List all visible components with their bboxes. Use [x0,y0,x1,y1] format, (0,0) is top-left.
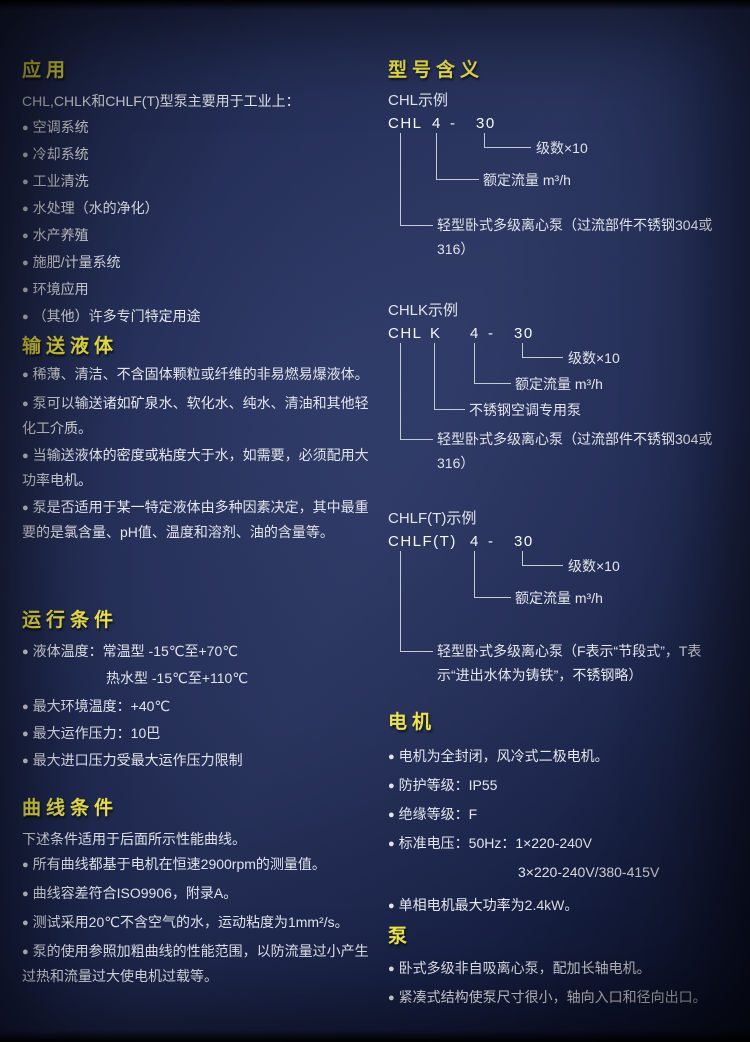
operating-item: 最大环境温度：+40℃ [22,694,374,721]
application-item: 工业清洗 [22,169,374,196]
liquids-item: 当输送液体的密度或粘度大于水，如需要，必须配用大功率电机。 [22,444,374,492]
model-diagram-chlk: CHLK示例 CHL K 4 - 30 级数×10 额定流量 m³/h 不锈钢空… [388,299,740,509]
pump-item: 卧式多级非自吸离心泵，配加长轴电机。 [388,955,740,984]
motor-item: 绝缘等级：F [388,801,740,830]
operating-item: 最大运作压力：10巴 [22,721,374,748]
model-code-stages: 30 [476,115,496,132]
model-code-stages: 30 [514,533,534,550]
model-code-flow: 4 [432,115,442,132]
connector-line [436,133,479,180]
application-item: 水产养殖 [22,223,374,250]
motor-voltage-line2: 3×220-240V/380-415V [518,864,660,880]
section-title-motor: 电机 [388,712,437,733]
application-list: 空调系统 冷却系统 工业清洗 水处理（水的净化） 水产养殖 施肥/计量系统 环境… [22,115,374,331]
application-item: 空调系统 [22,115,374,142]
application-item: 环境应用 [22,277,374,304]
liquids-item: 泵是否适用于某一特定液体由多种因素决定，其中最重要的是氯含量、pH值、温度和溶剂… [22,496,374,544]
pump-item: 紧凑式结构使泵尺寸很小，轴向入口和径向出口。 [388,984,740,1013]
curve-item: 所有曲线都基于电机在恒速2900rpm的测量值。 [22,853,374,878]
motor-power: 单相电机最大功率为2.4kW。 [388,892,740,921]
connector-line [522,551,563,566]
model-example-label: CHL示例 [388,92,449,109]
operating-item: 最大进口压力受最大运作压力限制 [22,748,374,775]
application-item: （其他）许多专门特定用途 [22,304,374,331]
right-column: 型号含义 CHL示例 CHL 4 - 30 级数×10 额定流量 m³/h 轻型… [388,55,740,1015]
model-annotation-stages: 级数×10 [568,350,620,366]
model-annotation-flow: 额定流量 m³/h [515,376,603,392]
connector-line [474,343,511,384]
curve-intro: 下述条件适用于后面所示性能曲线。 [22,831,246,847]
application-item: 冷却系统 [22,142,374,169]
curve-list: 所有曲线都基于电机在恒速2900rpm的测量值。 曲线容差符合ISO9906，附… [22,853,374,992]
model-diagram-chlf: CHLF(T)示例 CHLF(T) 4 - 30 级数×10 额定流量 m³/h… [388,507,740,717]
liquids-item: 稀薄、清洁、不含固体颗粒或纤维的非易燃易爆液体。 [22,363,374,388]
motor-list: 电机为全封闭，风冷式二极电机。 防护等级：IP55 绝缘等级：F 标准电压：50… [388,743,740,921]
connector-line [474,551,511,598]
motor-voltage-line1: 标准电压：50Hz：1×220-240V [388,830,740,859]
operating-temp-line2: 热水型 -15℃至+110℃ [106,670,249,686]
liquids-list: 稀薄、清洁、不含固体颗粒或纤维的非易燃易爆液体。 泵可以输送诸如矿泉水、软化水、… [22,363,374,548]
model-annotation-type: 轻型卧式多级离心泵（F表示“节段式”，T表示“进出水体为铸铁”，不锈钢略） [437,643,702,683]
connector-line [434,343,465,410]
model-diagram-chl: CHL示例 CHL 4 - 30 级数×10 额定流量 m³/h 轻型卧式多级离… [388,89,740,299]
left-column: 应用 CHL,CHLK和CHLF(T)型泵主要用于工业上： 空调系统 冷却系统 … [22,55,374,1005]
application-item: 施肥/计量系统 [22,250,374,277]
connector-line [484,133,531,148]
model-annotation-stages: 级数×10 [568,558,620,574]
model-annotation-type: 轻型卧式多级离心泵（过流部件不锈钢304或316） [437,431,713,471]
section-title-pump: 泵 [388,926,413,947]
section-title-curve: 曲线条件 [22,798,119,819]
model-code-series: CHLF(T) [388,533,457,550]
curve-item: 泵的使用参照加粗曲线的性能范围，以防流量过小产生过热和流量过大使电机过载等。 [22,940,374,988]
application-item: 水处理（水的净化） [22,196,374,223]
connector-line [522,343,563,358]
model-code-flow: 4 [470,325,480,342]
liquids-item: 泵可以输送诸如矿泉水、软化水、纯水、清油和其他轻化工介质。 [22,392,374,440]
section-title-model-meaning: 型号含义 [388,60,485,81]
model-code-flow: 4 [470,533,480,550]
model-code-stages: 30 [514,325,534,342]
model-code-series: CHL [388,325,423,342]
model-code-variant: K [430,325,442,342]
model-annotation-flow: 额定流量 m³/h [483,172,571,188]
model-annotation-flow: 额定流量 m³/h [515,590,603,606]
connector-line [400,343,433,440]
curve-item: 曲线容差符合ISO9906，附录A。 [22,882,374,907]
model-example-label: CHLF(T)示例 [388,510,477,527]
model-code-series: CHL [388,115,423,132]
operating-list: 液体温度：常温型 -15℃至+70℃ 热水型 -15℃至+110℃ 最大环境温度… [22,639,374,775]
model-example-label: CHLK示例 [388,302,459,319]
model-annotation-stages: 级数×10 [536,140,588,156]
connector-line [400,551,433,652]
model-annotation-variant: 不锈钢空调专用泵 [469,402,581,418]
operating-temp-line1: 液体温度：常温型 -15℃至+70℃ [22,639,374,666]
section-title-operating: 运行条件 [22,610,119,631]
connector-line [400,133,433,226]
pump-list: 卧式多级非自吸离心泵，配加长轴电机。 紧凑式结构使泵尺寸很小，轴向入口和径向出口… [388,955,740,1013]
model-code-dash: - [488,325,495,342]
section-title-application: 应用 [22,60,71,81]
motor-item: 电机为全封闭，风冷式二极电机。 [388,743,740,772]
model-code-dash: - [488,533,495,550]
model-code-dash: - [450,115,457,132]
section-title-liquids: 输送液体 [22,336,119,357]
motor-item: 防护等级：IP55 [388,772,740,801]
model-annotation-type: 轻型卧式多级离心泵（过流部件不锈钢304或316） [437,217,713,257]
application-intro: CHL,CHLK和CHLF(T)型泵主要用于工业上： [22,93,300,109]
curve-item: 测试采用20℃不含空气的水，运动粘度为1mm²/s。 [22,911,374,936]
